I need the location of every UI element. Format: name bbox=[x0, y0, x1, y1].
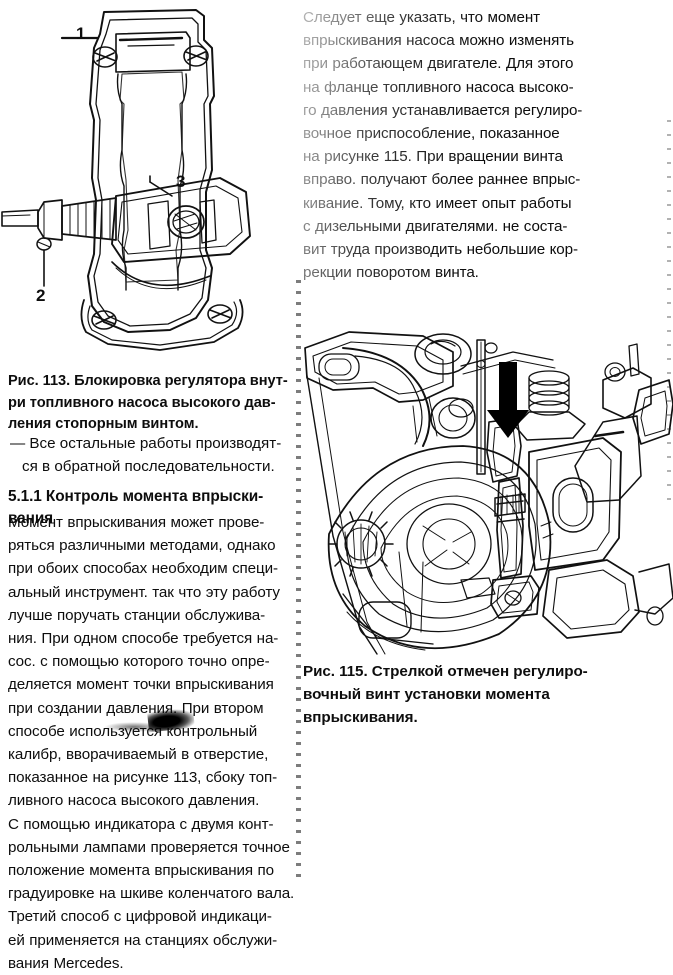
figure-115-drawing bbox=[303, 326, 673, 656]
figure-115-caption: Рис. 115. Стрелкой отмечен регулиро- воч… bbox=[303, 663, 588, 726]
left-body-text: Момент впрыскивания может прове- ряться … bbox=[8, 514, 295, 972]
section-heading-5-1-1: 5.1.1 Контроль момента впрыски- вания bbox=[8, 488, 264, 527]
scan-speckle-right-edge bbox=[667, 120, 671, 500]
figure-113-drawing: 1 2 3 bbox=[0, 0, 300, 360]
right-column: Следует еще указать, что момент впрыскив… bbox=[303, 0, 673, 904]
left-column: 1 2 3 Рис. 113. Блокировка регулятора вн… bbox=[0, 0, 300, 972]
callout-1: 1 bbox=[76, 24, 86, 43]
callout-3: 3 bbox=[176, 172, 186, 191]
right-body-text: Следует еще указать, что момент впрыскив… bbox=[303, 9, 583, 282]
callout-2: 2 bbox=[36, 286, 46, 305]
figure-113-caption: Рис. 113. Блокировка регулятора внут- ри… bbox=[8, 373, 288, 433]
pointer-arrow-shape bbox=[487, 362, 529, 438]
bullet-paragraph: — Все остальные работы производят- ся в … bbox=[10, 435, 282, 475]
scan-speckle-gutter bbox=[296, 280, 301, 880]
